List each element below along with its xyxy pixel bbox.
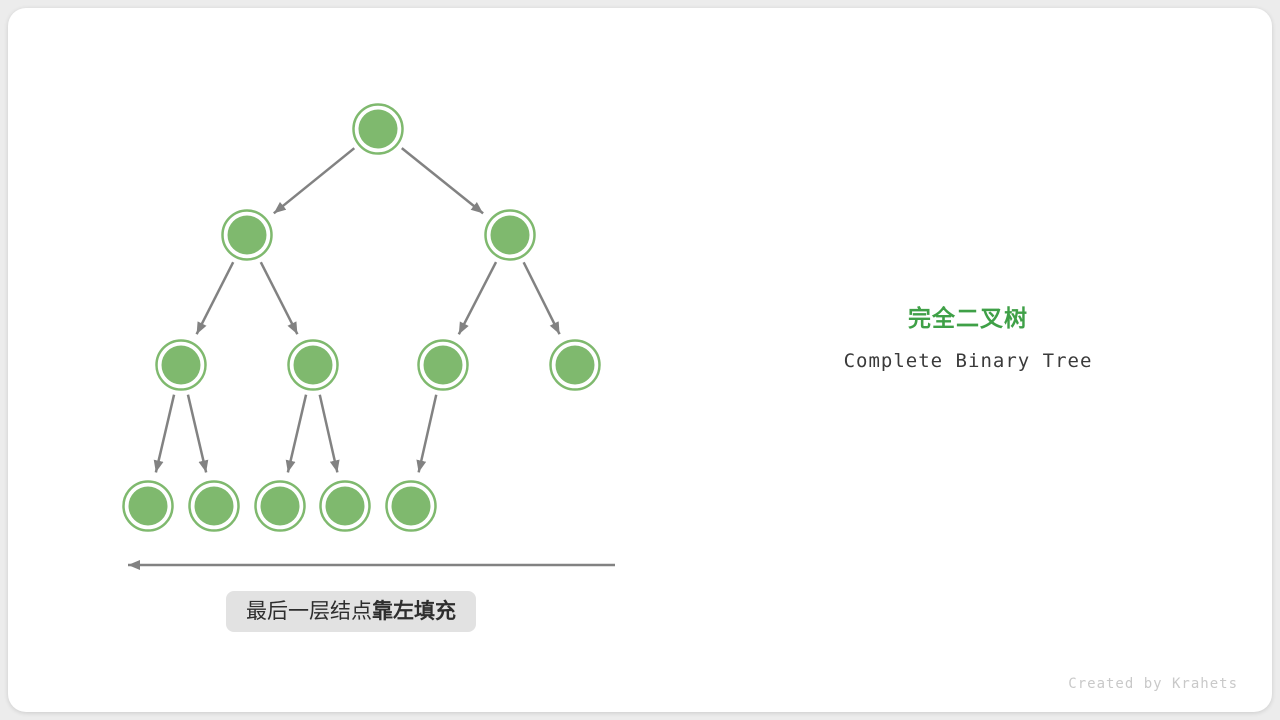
tree-node-ring	[549, 339, 601, 391]
tree-node	[423, 345, 463, 385]
tree-node-ring	[254, 480, 306, 532]
tree-edge	[416, 394, 438, 473]
tree-edge	[285, 394, 308, 473]
tree-node	[128, 486, 168, 526]
canvas-card	[8, 8, 1272, 712]
tree-edge	[186, 394, 209, 473]
tree-edges	[153, 147, 561, 473]
tree-node	[161, 345, 201, 385]
title-panel: 完全二叉树 Complete Binary Tree	[798, 299, 1138, 372]
tree-edge	[457, 261, 498, 335]
tree-node-ring	[122, 480, 174, 532]
tree-node	[227, 215, 267, 255]
tree-nodes	[122, 103, 601, 532]
tree-node-ring	[385, 480, 437, 532]
tree-edge	[522, 261, 561, 335]
title-chinese: 完全二叉树	[908, 305, 1028, 331]
tree-node-ring	[221, 209, 273, 261]
tree-node	[358, 109, 398, 149]
tree-edge	[195, 261, 235, 335]
title-english: Complete Binary Tree	[843, 350, 1093, 372]
tree-edge	[400, 147, 484, 215]
tree-node-ring	[417, 339, 469, 391]
tree-node	[391, 486, 431, 526]
tree-node	[325, 486, 365, 526]
caption-bold-text: 靠左填充	[372, 600, 456, 623]
tree-edge	[273, 147, 356, 215]
tree-node-ring	[188, 480, 240, 532]
caption-box: 最后一层结点靠左填充	[226, 591, 476, 632]
tree-node-ring	[287, 339, 339, 391]
tree-node	[490, 215, 530, 255]
tree-node-ring	[319, 480, 371, 532]
tree-edge	[259, 261, 299, 335]
caption-text: 最后一层结点	[246, 600, 372, 623]
tree-node	[293, 345, 333, 385]
tree-node-ring	[484, 209, 536, 261]
tree-node	[194, 486, 234, 526]
tree-node	[555, 345, 595, 385]
tree-edge	[153, 394, 176, 473]
credit-text: Created by Krahets	[1068, 676, 1238, 692]
tree-node-ring	[155, 339, 207, 391]
tree-node	[260, 486, 300, 526]
tree-edge	[318, 394, 340, 473]
tree-node-ring	[352, 103, 404, 155]
